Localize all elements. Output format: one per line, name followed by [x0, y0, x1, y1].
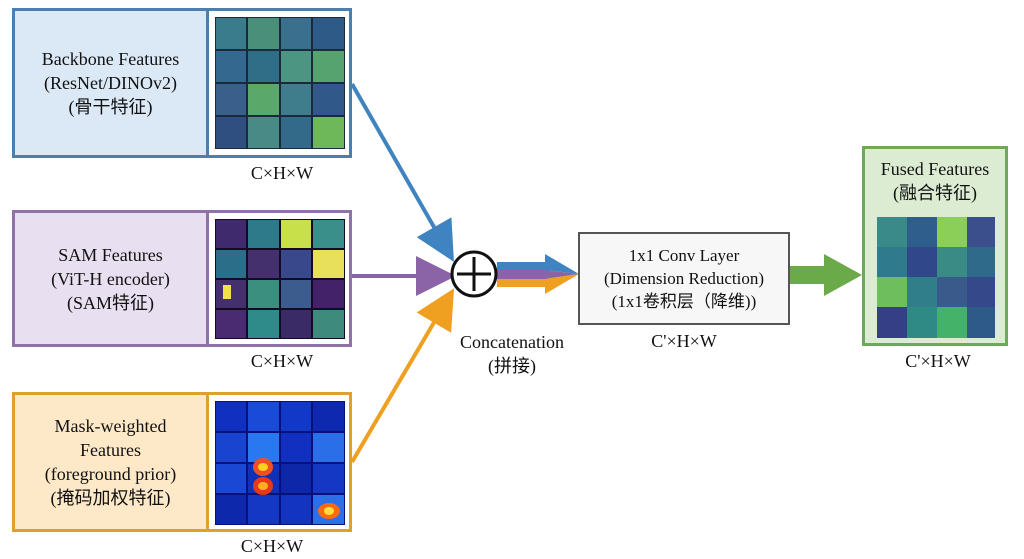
mask-label-line-3: (foreground prior) [44, 464, 177, 484]
backbone-label-line-2: (ResNet/DINOv2) [44, 73, 177, 93]
fused-features-box: Fused Features (融合特征) [862, 146, 1008, 346]
fused-label-line-2: (融合特征) [893, 183, 977, 203]
mask-weighted-features-label: Mask-weighted Features (foreground prior… [15, 395, 206, 529]
concat-to-conv-arrow [497, 254, 579, 294]
sam-dimension-label: C×H×W [250, 351, 314, 371]
backbone-features-label: Backbone Features (ResNet/DINOv2) (骨干特征) [15, 11, 206, 155]
mask-feature-map-thumbnail [206, 395, 349, 529]
backbone-features-box: Backbone Features (ResNet/DINOv2) (骨干特征) [12, 8, 352, 158]
sam-feature-map-image [215, 219, 345, 339]
conv-line-2: (Dimension Reduction) [603, 269, 765, 288]
backbone-to-concat-arrow [350, 83, 454, 262]
concatenation-line-1: Concatenation [460, 332, 564, 352]
mask-label-line-1: Mask-weighted [54, 416, 167, 436]
backbone-label-line-3: (骨干特征) [68, 97, 153, 117]
mask-to-concat-arrow [350, 288, 455, 464]
sam-features-label: SAM Features (ViT-H encoder) (SAM特征) [15, 213, 206, 344]
backbone-dimension-label: C×H×W [250, 163, 314, 183]
concat-plus-icon [450, 250, 498, 298]
sam-label-line-3: (SAM特征) [66, 292, 154, 313]
mask-label-line-2: Features [80, 440, 141, 460]
concatenation-line-2: (拼接) [488, 356, 536, 376]
sam-label-line-1: SAM Features [58, 244, 163, 265]
mask-dimension-label: C×H×W [240, 536, 304, 556]
backbone-feature-map-thumbnail [206, 11, 349, 155]
fused-features-label: Fused Features (融合特征) [865, 157, 1005, 205]
backbone-feature-map-image [215, 17, 345, 149]
mask-feature-map-image [215, 401, 345, 525]
backbone-label-line-1: Backbone Features [41, 49, 180, 69]
concatenation-label: Concatenation (拼接) [428, 330, 596, 378]
mask-label-line-4: (掩码加权特征) [50, 488, 171, 508]
conv-line-1: 1x1 Conv Layer [628, 246, 740, 265]
fused-feature-map-image [877, 217, 995, 338]
conv-to-output-arrow [790, 254, 862, 296]
conv-line-3: (1x1卷积层（降维)) [611, 292, 757, 311]
sam-feature-map-thumbnail [206, 213, 349, 344]
mask-weighted-features-box: Mask-weighted Features (foreground prior… [12, 392, 352, 532]
conv-dimension-label: C'×H×W [651, 331, 717, 351]
fused-label-line-1: Fused Features [880, 159, 990, 179]
sam-features-box: SAM Features (ViT-H encoder) (SAM特征) [12, 210, 352, 347]
fused-dimension-label: C'×H×W [905, 351, 971, 371]
sam-label-line-2: (ViT-H encoder) [51, 268, 170, 289]
conv-layer-box: 1x1 Conv Layer (Dimension Reduction) (1x… [578, 232, 790, 325]
